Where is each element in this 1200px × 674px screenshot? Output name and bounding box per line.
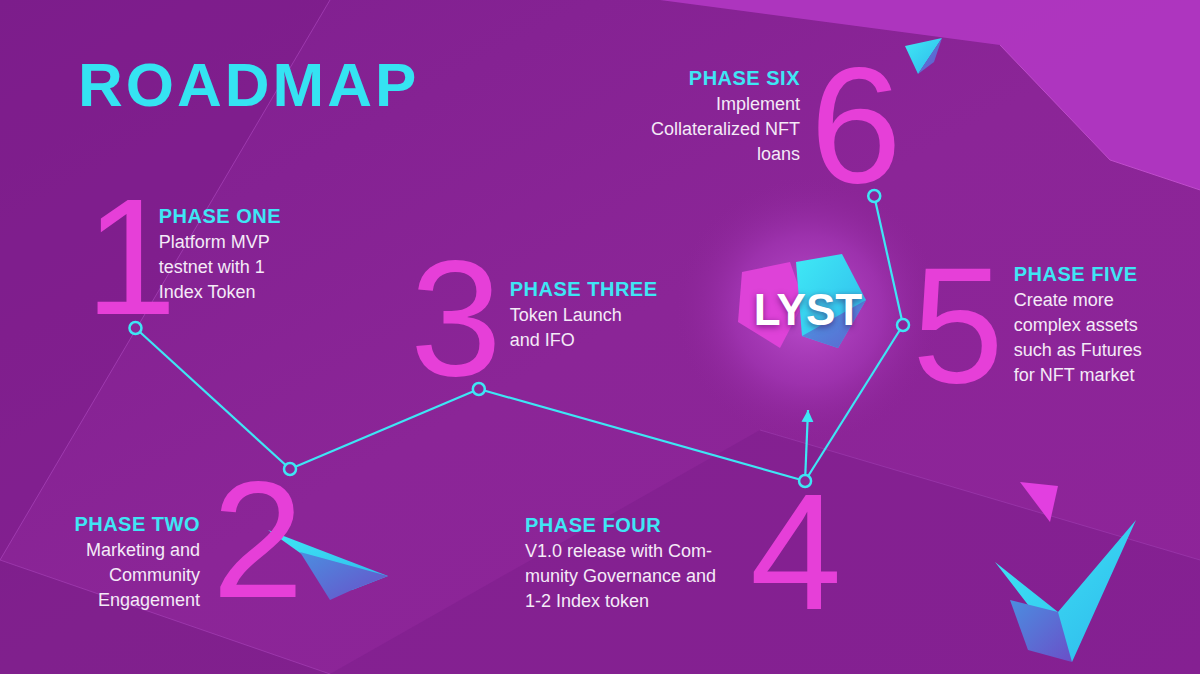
phase-text-column: PHASE FOUR V1.0 release with Com- munity … bbox=[525, 481, 730, 614]
phase-node: 1PHASE ONEPlatform MVP testnet with 1 In… bbox=[85, 195, 299, 328]
phase-number: 4 bbox=[750, 481, 842, 614]
phase-number: 5 bbox=[903, 263, 1004, 387]
roadmap-connector bbox=[479, 389, 805, 481]
facet-edge bbox=[1000, 45, 1110, 160]
logo-text: LYST bbox=[754, 285, 862, 335]
roadmap-connector bbox=[135, 328, 290, 469]
milestone-dot bbox=[897, 319, 909, 331]
logo-node: LYST bbox=[708, 210, 908, 410]
facet bbox=[330, 430, 1200, 674]
roadmap-connector bbox=[805, 410, 808, 481]
phase-node: 2 PHASE TWO Marketing and Community Engage… bbox=[40, 469, 304, 613]
phase-text-column: PHASE FIVE Create more complex assets suc… bbox=[1014, 263, 1159, 388]
phase-number: 3 bbox=[410, 256, 502, 389]
phase-description: V1.0 release with Com- munity Governance… bbox=[525, 539, 730, 614]
phase-heading: PHASE FIVE bbox=[1014, 263, 1138, 285]
phase-heading: PHASE THREE bbox=[510, 278, 658, 300]
diagram-title: ROADMAP bbox=[78, 50, 419, 120]
phase-text-column: PHASE ONE Platform MVP testnet with 1 Ind… bbox=[159, 195, 299, 305]
phase-node: 4 PHASE FOUR V1.0 release with Com- munity… bbox=[525, 481, 842, 614]
phase-node: 6 PHASE SIX Implement Collateralized NFT l… bbox=[650, 63, 902, 196]
paper-plane bbox=[300, 552, 388, 600]
phase-heading: PHASE TWO bbox=[74, 513, 200, 535]
phase-text-column: PHASE THREE Token Launch and IFO bbox=[510, 256, 658, 353]
corner-shard bbox=[1020, 482, 1058, 522]
phase-text-column: PHASE TWO Marketing and Community Engagem… bbox=[40, 469, 200, 613]
roadmap-connector bbox=[805, 325, 903, 481]
logo-glow bbox=[673, 175, 943, 445]
facet-edge bbox=[1110, 160, 1200, 190]
phase-description: Implement Collateralized NFT loans bbox=[650, 92, 800, 167]
phase-description: Platform MVP testnet with 1 Index Token bbox=[159, 230, 299, 305]
phase-number: 6 bbox=[810, 63, 902, 196]
check-shape bbox=[1010, 600, 1072, 662]
phase-description: Create more complex assets such as Futur… bbox=[1014, 288, 1159, 388]
phase-number: 2 bbox=[212, 469, 304, 602]
phase-heading: PHASE FOUR bbox=[525, 514, 661, 536]
roadmap-connector bbox=[874, 196, 903, 325]
phase-description: Marketing and Community Engagement bbox=[40, 538, 200, 613]
corner-shard bbox=[905, 38, 942, 74]
check-shape bbox=[995, 520, 1136, 662]
phase-text-column: PHASE SIX Implement Collateralized NFT lo… bbox=[650, 63, 800, 167]
phase-heading: PHASE SIX bbox=[689, 67, 800, 89]
phase-description: Token Launch and IFO bbox=[510, 303, 640, 353]
roadmap-connector bbox=[290, 389, 479, 469]
phase-node: 5 PHASE FIVE Create more complex assets su… bbox=[903, 263, 1159, 388]
phase-node: 3 PHASE THREE Token Launch and IFO bbox=[410, 256, 658, 389]
phase-heading: PHASE ONE bbox=[159, 205, 281, 227]
corner-shard bbox=[918, 38, 942, 74]
